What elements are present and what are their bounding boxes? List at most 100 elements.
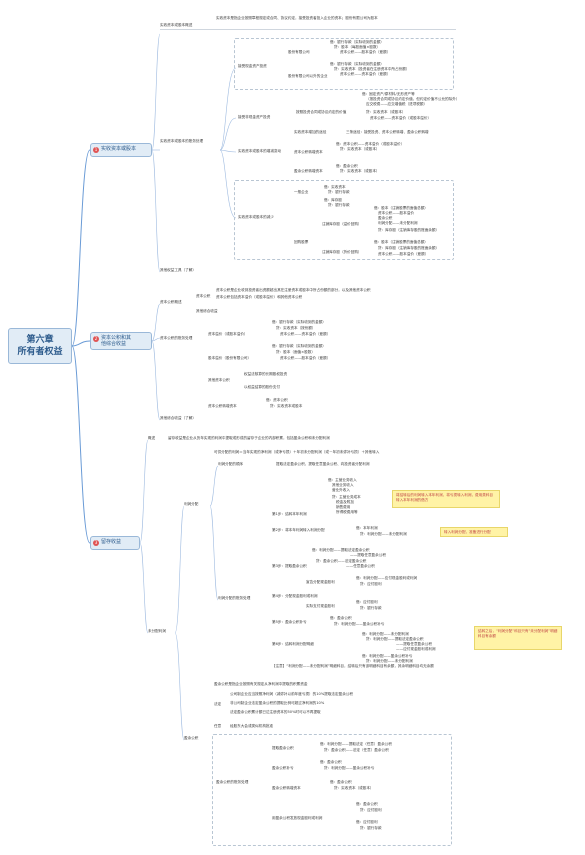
entry-line: 借：股本（注销股票的面值总额） (374, 206, 428, 210)
node-label[interactable]: 股份有限公司以外的企业 (288, 74, 328, 78)
node-s2-overview[interactable]: 资本公积概述 (160, 300, 182, 304)
node-step1[interactable]: 第1步：结转本年利润 (272, 512, 307, 516)
entry-line: 贷：利润分配——未分配利润 (360, 532, 407, 536)
node-dist-acct[interactable]: 利润分配的账务处理 (218, 596, 251, 600)
branch-retained-earnings[interactable]: 3 留存收益 (90, 536, 140, 550)
node-premium[interactable]: 资本溢价（或股本溢价） (208, 332, 248, 336)
entry-line: 资本公积——股本溢价（差额） (280, 356, 331, 360)
node-step4[interactable]: 第4步：分配现金股利或利润 (272, 594, 318, 598)
node-label[interactable]: 实际支付现金股利 (306, 604, 335, 608)
entry-line: 贷：利润分配——提取法定盈余公积 (366, 637, 424, 641)
entry-line: 贷：利润分配——未分配利润 (366, 659, 413, 663)
node-convert[interactable]: 资本公积转增资本 (208, 404, 237, 408)
entry-line: 借：盈余公积 (336, 164, 358, 168)
entry-line: 借：银行存款（实际收到的金额） (330, 40, 384, 44)
entry-line: 贷：实收资本（投资者在注册资本中所占份额） (334, 67, 410, 71)
node-legal-c: 非公司制企业法定盈余公积的提取比例可超过净利润的10% (230, 701, 325, 705)
node-undist-note: 可供分配的利润＝当年实现的净利润（或净亏损）＋年初未分配利润（或－年初未弥补亏损… (214, 450, 380, 454)
entry-line: 贷：实收资本（按份额） (276, 326, 316, 330)
entry-line: 贷：股本（面值×股数） (276, 350, 315, 354)
note-step2: 转入利润分配，准备进行分配 (440, 527, 508, 537)
node-label[interactable]: 提取盈余公积 (272, 746, 294, 750)
node-inc-reason[interactable]: 实收资本增加的途径 (294, 130, 327, 134)
entry-line: 借：本年利润 (356, 526, 378, 530)
node-other-capital-a: 权益法核算的长期股权投资 (244, 372, 288, 376)
node-s2-other-ci[interactable]: 其他综合收益 (196, 309, 218, 313)
node-profit-order-a: 提取法定盈余公积、提取任意盈余公积、向投资者分配利润 (276, 462, 370, 466)
underline (160, 29, 456, 30)
branch-capital-reserve[interactable]: 2 资本公积和其 他综合收益 (90, 332, 152, 350)
entry-line: 贷：股本（每股面值×股数） (334, 45, 381, 49)
node-step2[interactable]: 第2步：将本年利润转入利润分配 (272, 528, 325, 532)
entry-line: 应交税费——应交增值税（进项税额） (366, 102, 428, 106)
node-label[interactable]: 宣告分配现金股利 (306, 580, 335, 584)
node-legal-b: 法定盈余公积累计额已达注册资本的50%时可以不再提取 (230, 710, 321, 714)
entry-line: ——提取任意盈余公积 (396, 642, 432, 646)
entry-line: 其他业务收入 (332, 483, 354, 487)
entry-line: 资本公积——股本溢价（差额） (340, 50, 391, 54)
node-inc-dec[interactable]: 实收资本或股本的增减变动 (238, 149, 282, 153)
entry-line: 贷：实收资本（或股本） (340, 147, 380, 151)
entry-line: 借：盈余公积 (356, 802, 378, 806)
node-label[interactable]: 按照投资合同或协议约定的价值 (296, 110, 347, 114)
entry-line: 贷：主营业务成本 (332, 495, 361, 499)
node-profit-dist[interactable]: 利润分配 (184, 502, 199, 506)
node-s2-text2: 资本公积包括资本溢价（或股本溢价）和其他资本公积 (216, 295, 303, 299)
entry-line: 贷：银行存款 (360, 826, 382, 830)
node-profit-order[interactable]: 利润分配的顺序 (218, 462, 244, 466)
entry-line: 贷：实收资本（或股本） (334, 786, 374, 790)
entry-line: 借：应付股利 (356, 820, 378, 824)
root-topic[interactable]: 第六章 所有者权益 (8, 328, 72, 364)
entry-line: 借：盈余公积 (320, 760, 342, 764)
node-s2-capital-reserve[interactable]: 资本公积 (196, 294, 211, 298)
node-label[interactable]: 回购股票 (294, 240, 309, 244)
entry-line: 贷：银行存款 (360, 606, 382, 610)
entry-line: 借：主营业务收入 (328, 478, 357, 482)
note-step6: 结转之后，“利润分配”科目只有“未分配利润”明细科目有余额 (474, 626, 562, 650)
entry-line: 贷：银行存款 (328, 203, 350, 207)
entry-line: 贷：应付股利 (360, 582, 382, 586)
entry-line: （按投资合同或协议约定价值，但约定价值不公允的除外） (366, 97, 460, 101)
node-label[interactable]: 盈余公积转增资本 (294, 169, 323, 173)
entry-line: 贷：银行存款 (328, 190, 350, 194)
node-other-equity[interactable]: 其他权益工具（了解） (160, 268, 196, 272)
entry-line: 借：银行存款（实际收到的金额） (272, 320, 326, 324)
node-decrease[interactable]: 实收资本或股本的减少 (238, 215, 274, 219)
branch-paid-in-capital[interactable]: 1 实收资本或股本 (90, 143, 152, 157)
node-surplus-acct[interactable]: 盈余公积的账务处理 (216, 780, 249, 784)
node-label[interactable]: 股份有限公司 (288, 50, 310, 54)
node-label[interactable]: 用盈余公积发放现金股利或利润 (272, 816, 323, 820)
node-undistributed[interactable]: 未分配利润 (148, 629, 166, 633)
node-legal[interactable]: 法定 (214, 702, 222, 706)
node-other-ci-2[interactable]: 其他综合收益（了解） (160, 416, 196, 420)
entry-line: 借：实收资本 (324, 185, 346, 189)
node-any[interactable]: 任意 (214, 724, 222, 728)
entry-line: 资本公积——资本溢价（或股本溢价） (370, 116, 432, 120)
node-cash-invest[interactable]: 接受现金资产投资 (238, 64, 267, 68)
group-decrease (234, 180, 454, 260)
node-label[interactable]: 一般企业 (294, 190, 309, 194)
entry-line: ——应付现金股利或利润 (396, 647, 436, 651)
entry-line: 贷：实收资本或股本 (270, 404, 303, 408)
node-s2-acct[interactable]: 资本公积的账务处理 (160, 336, 193, 340)
node-s1-acct[interactable]: 实收资本或股本的账务处理 (160, 139, 204, 143)
node-share-premium[interactable]: 股本溢价（股份有限公司） (208, 356, 252, 360)
node-noncash[interactable]: 接受非现金资产投资 (238, 115, 271, 119)
entry-line: 贷：利润分配——盈余公积补亏 (334, 622, 385, 626)
node-label[interactable]: 注销库存股（折价回购） (322, 250, 362, 254)
node-surplus-def: 盈余公积是指企业按照有关规定从净利润中提取的积累资金 (214, 682, 308, 686)
node-step3[interactable]: 第3步：提取盈余公积 (272, 564, 307, 568)
node-s1-def[interactable]: 实收资本或股本概述 (160, 23, 193, 27)
node-step6[interactable]: 第6步：结转利润分配明细 (272, 642, 314, 646)
node-label[interactable]: 盈余公积转增资本 (272, 786, 301, 790)
node-s2-text1: 资本公积是企业收到投资者出资额超出其在注册资本或股本中所占份额的部分，以及其他资… (216, 288, 371, 292)
node-label[interactable]: 注销库存股（溢价回购） (322, 222, 362, 226)
node-label[interactable]: 盈余公积补亏 (272, 766, 294, 770)
node-other-capital[interactable]: 其他资本公积 (208, 378, 230, 382)
node-label[interactable]: 资本公积转增资本 (294, 150, 323, 154)
node-s3-overview[interactable]: 概述 (148, 436, 156, 440)
entry-line: 贷：库存股（注销库存股的账面余额） (378, 228, 440, 232)
node-step5[interactable]: 第5步：盈余公积补亏 (272, 620, 307, 624)
branch-number-badge: 3 (93, 540, 99, 546)
node-surplus[interactable]: 盈余公积 (184, 736, 199, 740)
